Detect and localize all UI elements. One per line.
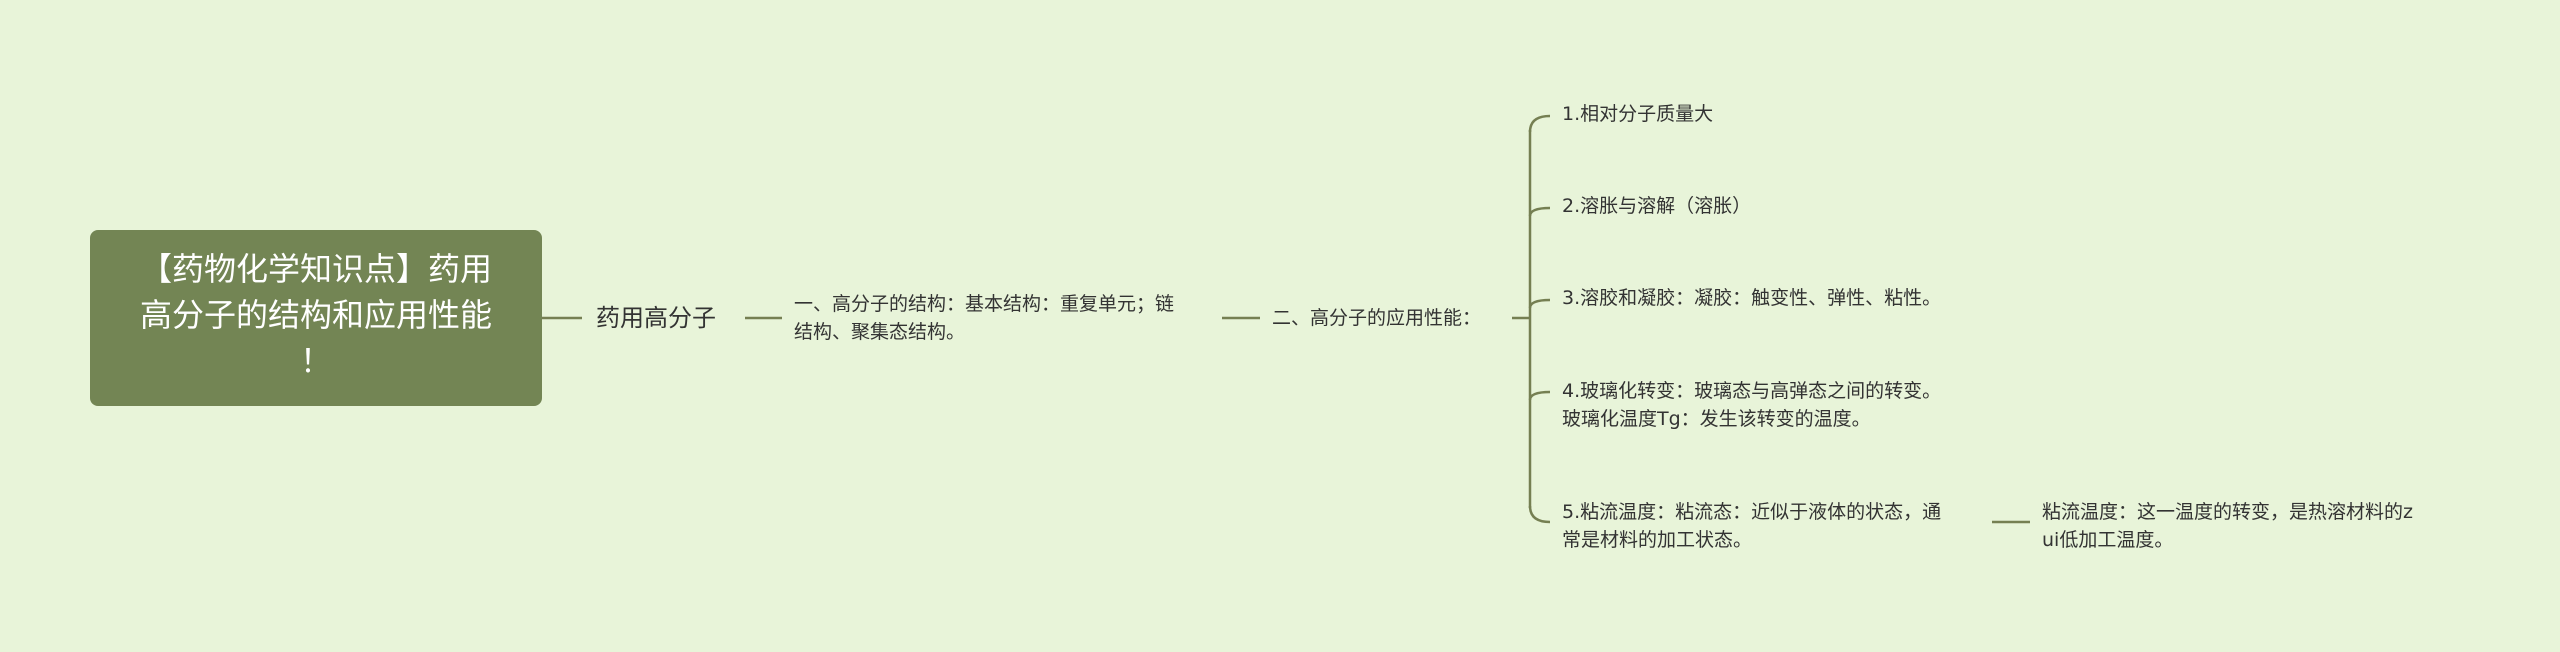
topic-application-performance[interactable]: 二、高分子的应用性能： (1272, 304, 1481, 332)
topic-item-5[interactable]: 5.粘流温度：粘流态：近似于液体的状态，通 常是材料的加工状态。 (1562, 498, 1941, 554)
topic-item-2-line-1: 2.溶胀与溶解（溶胀） (1562, 195, 1752, 217)
topic-structure-line-1: 一、高分子的结构：基本结构：重复单元；链 (794, 293, 1175, 315)
root-topic[interactable]: 【药物化学知识点】药用 高分子的结构和应用性能 ！ (90, 230, 542, 406)
topic-item-4-line-2: 玻璃化温度Tg：发生该转变的温度。 (1562, 408, 1871, 430)
branch-item-2 (1528, 206, 1551, 217)
branch-item-1 (1528, 114, 1551, 133)
topic-item-1[interactable]: 1.相对分子质量大 (1562, 100, 1713, 128)
topic-item-5-line-1: 5.粘流温度：粘流态：近似于液体的状态，通 (1562, 501, 1942, 523)
root-title-line-3: ！ (299, 342, 332, 380)
topic-structure[interactable]: 一、高分子的结构：基本结构：重复单元；链 结构、聚集态结构。 (794, 290, 1174, 346)
branch-item-5 (1528, 505, 1551, 524)
topic-item-5-child-line-1: 粘流温度：这一温度的转变，是热溶材料的z (2042, 501, 2413, 523)
branch-item-4 (1528, 390, 1551, 401)
topic-item-5-child[interactable]: 粘流温度：这一温度的转变，是热溶材料的z ui低加工温度。 (2042, 498, 2413, 554)
topic-level1[interactable]: 药用高分子 (596, 302, 716, 334)
topic-item-3[interactable]: 3.溶胶和凝胶：凝胶：触变性、弹性、粘性。 (1562, 284, 1941, 312)
topic-item-5-line-2: 常是材料的加工状态。 (1562, 529, 1753, 551)
topic-item-4-line-1: 4.玻璃化转变：玻璃态与高弹态之间的转变。 (1562, 380, 1942, 402)
branch-item-3 (1528, 298, 1551, 309)
root-title-line-1: 【药物化学知识点】药用 (139, 250, 492, 288)
topic-level1-label: 药用高分子 (596, 304, 716, 332)
topic-item-2[interactable]: 2.溶胀与溶解（溶胀） (1562, 192, 1751, 220)
topic-item-5-child-line-2: ui低加工温度。 (2042, 529, 2174, 551)
root-title-line-2: 高分子的结构和应用性能 (139, 296, 492, 334)
topic-item-4[interactable]: 4.玻璃化转变：玻璃态与高弹态之间的转变。 玻璃化温度Tg：发生该转变的温度。 (1562, 377, 1941, 433)
topic-item-1-line-1: 1.相对分子质量大 (1562, 103, 1714, 125)
topic-item-3-line-1: 3.溶胶和凝胶：凝胶：触变性、弹性、粘性。 (1562, 287, 1942, 309)
topic-application-performance-label: 二、高分子的应用性能： (1272, 307, 1482, 329)
topic-structure-line-2: 结构、聚集态结构。 (794, 321, 966, 343)
